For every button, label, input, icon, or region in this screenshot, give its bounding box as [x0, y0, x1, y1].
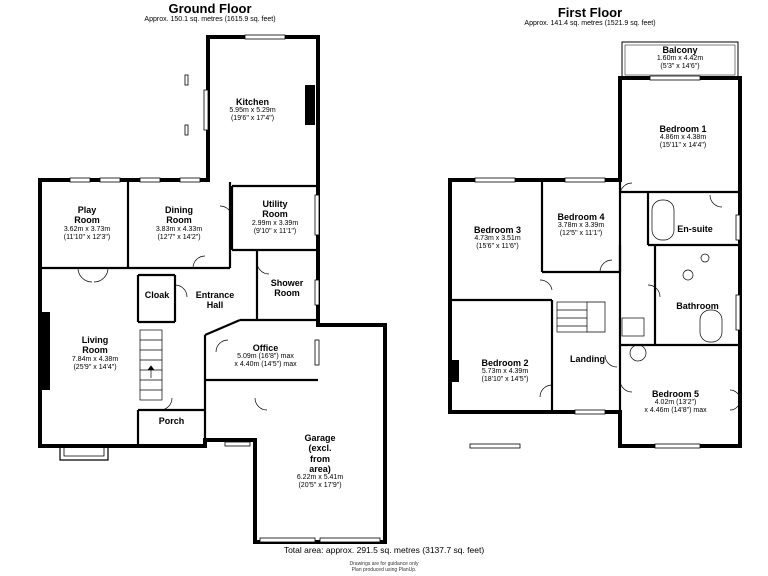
room-bedroom-4: Bedroom 4 3.78m x 3.39m (12'5" x 11'1")	[557, 212, 605, 238]
ground-floor-title: Ground Floor	[168, 1, 252, 16]
room-bedroom-1: Bedroom 1 4.86m x 4.38m (15'11" x 14'4")	[659, 124, 707, 150]
room-utility-room: Utility Room 2.99m x 3.39m (9'10" x 11'1…	[251, 199, 299, 235]
room-bedroom-2: Bedroom 2 5.73m x 4.39m (18'10" x 14'5")	[481, 358, 529, 384]
ground-floor-area: Approx. 150.1 sq. metres (1615.9 sq. fee…	[144, 16, 276, 23]
room-en-suite: En-suite	[677, 224, 713, 234]
room-play-room: Play Room 3.62m x 3.73m (11'10" x 12'3")	[63, 205, 111, 241]
room-bedroom-3: Bedroom 3 4.73m x 3.51m (15'6" x 11'6")	[473, 225, 521, 251]
room-landing: Landing	[570, 354, 605, 364]
room-bedroom-5: Bedroom 5 4.02m (13'2") x 4.46m (14'8") …	[644, 389, 707, 415]
room-dining-room: Dining Room 3.83m x 4.33m (12'7" x 14'2"…	[155, 205, 203, 241]
room-entrance-hall: Entrance Hall	[195, 290, 235, 311]
room-shower-room: Shower Room	[270, 278, 304, 299]
room-cloak: Cloak	[144, 290, 170, 300]
footer-credit: Plan produced using PlanUp.	[351, 567, 417, 573]
first-floor-area: Approx. 141.4 sq. metres (1521.9 sq. fee…	[524, 20, 656, 27]
room-balcony: Balcony 1.60m x 4.42m (5'3" x 14'6")	[656, 45, 704, 71]
room-living-room: Living Room 7.84m x 4.38m (25'9" x 14'4"…	[71, 335, 119, 371]
room-office: Office 5.09m (16'8") max x 4.40m (14'5")…	[234, 343, 297, 369]
room-kitchen: Kitchen 5.95m x 5.29m (19'6" x 17'4")	[229, 97, 276, 123]
total-area: Total area: approx. 291.5 sq. metres (31…	[283, 545, 485, 555]
room-porch: Porch	[158, 416, 185, 426]
room-bathroom: Bathroom	[676, 301, 719, 311]
footer-disclaimer: Drawings are for guidance only	[349, 561, 419, 567]
room-garage: Garage (excl. from area) 6.22m x 5.41m (…	[296, 433, 344, 490]
first-outer-wall	[448, 76, 742, 448]
first-floor-title: First Floor	[557, 5, 623, 20]
